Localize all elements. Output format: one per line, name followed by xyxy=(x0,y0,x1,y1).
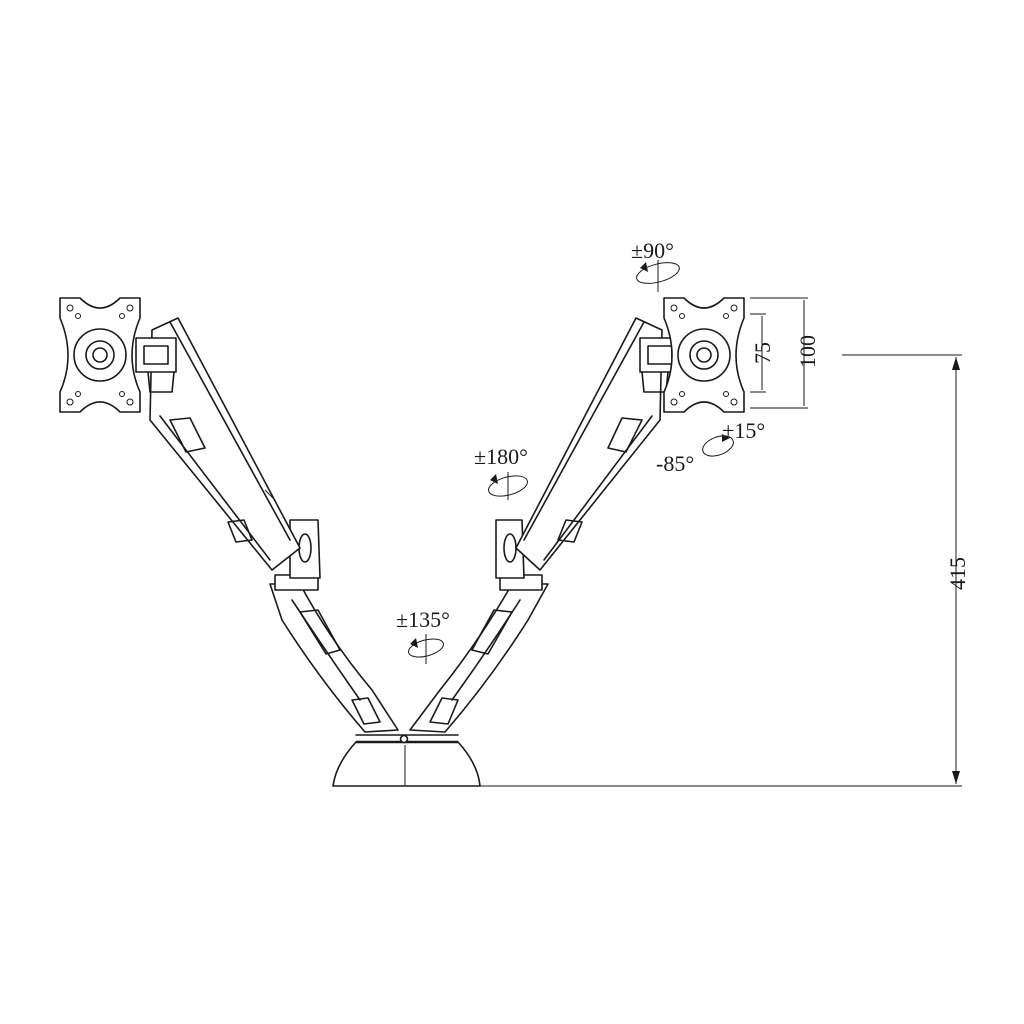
rotation-arrow-arm xyxy=(488,472,528,500)
right-tilt-head xyxy=(639,337,681,393)
left-tilt-head xyxy=(135,337,177,393)
rotation-arrow-tilt xyxy=(702,434,734,457)
right-vesa-plate xyxy=(663,297,745,413)
vesa-dimension-lines xyxy=(750,297,808,409)
right-lower-arm xyxy=(409,574,549,733)
vesa-rotation-label: ±90° xyxy=(631,238,674,263)
tilt-up-label: +15° xyxy=(722,418,765,443)
left-upper-arm xyxy=(149,317,301,571)
height-dimension xyxy=(480,354,962,787)
arm-swivel-label: ±180° xyxy=(474,444,528,469)
rotation-arrow-base xyxy=(407,634,445,664)
rotation-arrow-vesa xyxy=(636,260,680,292)
vesa-100-label: 100 xyxy=(795,335,820,368)
vesa-75-label: 75 xyxy=(750,342,775,364)
right-upper-arm xyxy=(515,317,663,571)
left-lower-arm xyxy=(269,574,399,733)
tilt-down-label: -85° xyxy=(656,451,694,476)
left-elbow-joint xyxy=(289,519,321,579)
height-415-label: 415 xyxy=(945,557,970,590)
base-swivel-label: ±135° xyxy=(396,607,450,632)
desk-base xyxy=(332,734,481,787)
left-vesa-plate xyxy=(59,297,141,413)
